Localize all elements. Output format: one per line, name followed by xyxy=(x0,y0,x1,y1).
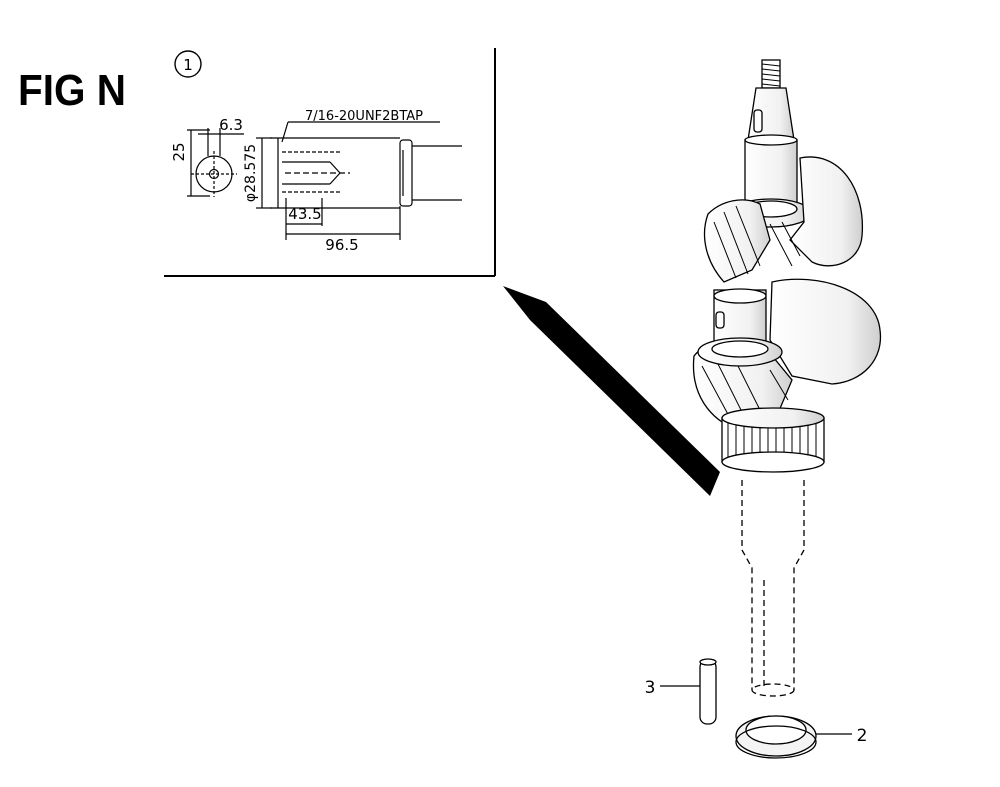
crankshaft xyxy=(692,59,882,697)
figure-title: FIG N xyxy=(18,66,126,115)
detail-inset-frame xyxy=(164,48,496,277)
keyway-dimension-label: 6.3 xyxy=(219,116,243,134)
diameter-dimension-label: φ28.575 xyxy=(243,144,259,202)
callout-2-label: 2 xyxy=(857,726,868,746)
long-length-label: 96.5 xyxy=(325,236,358,254)
shaft-end-view xyxy=(187,128,244,197)
shaft-side-view xyxy=(256,121,462,240)
height-dimension-label: 25 xyxy=(170,142,188,161)
short-length-label: 43.5 xyxy=(288,205,321,223)
detail-reference-circle: 1 xyxy=(174,50,202,78)
key-pin-part xyxy=(699,658,717,725)
detail-reference-number: 1 xyxy=(183,56,193,74)
oil-seal-part xyxy=(735,715,817,759)
thread-spec-label: 7/16-20UNF2BTAP xyxy=(305,109,423,124)
detail-pointer-arrow xyxy=(503,286,720,496)
callout-3-label: 3 xyxy=(645,678,656,698)
